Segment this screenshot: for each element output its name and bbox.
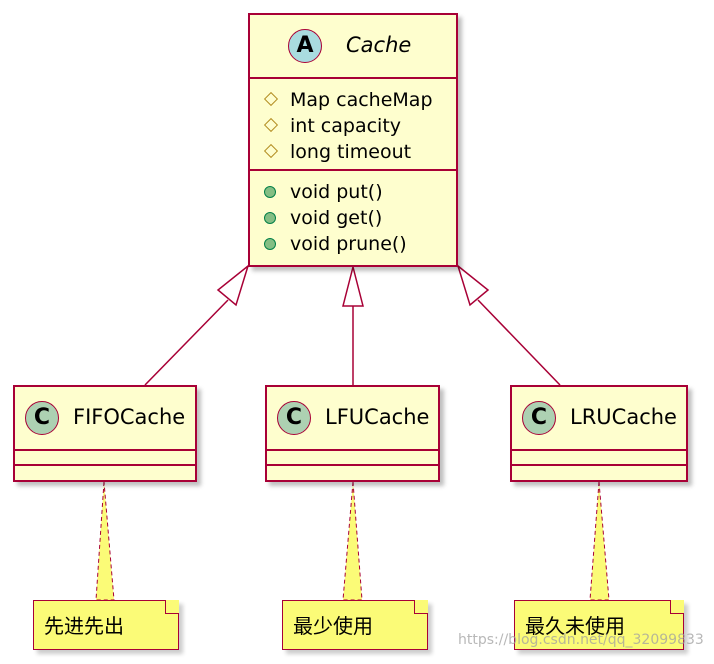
- note-text: 最少使用: [293, 614, 373, 638]
- methods-section: [267, 466, 438, 480]
- fifocache-class[interactable]: C FIFOCache: [13, 385, 197, 482]
- abstract-badge-icon: A: [288, 29, 322, 63]
- public-visibility-icon: [264, 186, 276, 198]
- inheritance-arrowhead-lfu: [342, 266, 364, 307]
- class-badge-icon: C: [25, 401, 59, 435]
- note-lru[interactable]: 最久未使用: [514, 600, 684, 650]
- protected-visibility-icon: [263, 117, 279, 133]
- note-text: 先进先出: [44, 614, 124, 638]
- note-connector-lfu: [342, 481, 363, 601]
- attributes-section: [15, 451, 195, 466]
- note-text: 最久未使用: [525, 614, 625, 638]
- cache-abstract-class[interactable]: A Cache Map cacheMap int capacity long t…: [248, 13, 458, 267]
- note-fold-corner: [165, 600, 179, 614]
- class-name: FIFOCache: [73, 405, 186, 429]
- methods-section: [15, 466, 195, 480]
- class-badge-icon: C: [522, 401, 556, 435]
- class-name: LFUCache: [325, 405, 430, 429]
- protected-visibility-icon: [263, 143, 279, 159]
- public-visibility-icon: [264, 238, 276, 250]
- class-header: C LFUCache: [267, 387, 438, 451]
- watermark-text: https://blog.csdn.net/qq_32099833: [458, 632, 704, 648]
- method-item: void put(): [250, 179, 456, 205]
- methods-section: void put() void get() void prune(): [250, 171, 456, 257]
- class-header: C FIFOCache: [15, 387, 195, 451]
- attributes-section: [512, 451, 686, 466]
- note-lfu[interactable]: 最少使用: [282, 600, 428, 650]
- lrucache-class[interactable]: C LRUCache: [510, 385, 688, 482]
- inheritance-line-fifo: [144, 299, 229, 386]
- attributes-section: [267, 451, 438, 466]
- method-item: void get(): [250, 205, 456, 231]
- inheritance-arrowhead-lru: [456, 263, 490, 307]
- attribute-item: long timeout: [250, 139, 456, 165]
- attributes-section: Map cacheMap int capacity long timeout: [250, 79, 456, 171]
- attribute-item: Map cacheMap: [250, 87, 456, 113]
- public-visibility-icon: [264, 212, 276, 224]
- class-badge-icon: C: [277, 401, 311, 435]
- methods-section: [512, 466, 686, 480]
- note-fold-corner: [670, 600, 684, 614]
- note-connector-fifo: [95, 481, 115, 601]
- inheritance-arrowhead-fifo: [216, 263, 250, 307]
- note-fold-corner: [414, 600, 428, 614]
- note-connector-lru: [589, 481, 610, 601]
- class-name: LRUCache: [570, 405, 677, 429]
- inheritance-line-lru: [477, 299, 561, 386]
- class-name: Cache: [346, 33, 412, 57]
- attribute-item: int capacity: [250, 113, 456, 139]
- class-header: C LRUCache: [512, 387, 686, 451]
- note-fifo[interactable]: 先进先出: [33, 600, 179, 650]
- method-item: void prune(): [250, 231, 456, 257]
- lfucache-class[interactable]: C LFUCache: [265, 385, 440, 482]
- class-header: A Cache: [250, 15, 456, 79]
- protected-visibility-icon: [263, 91, 279, 107]
